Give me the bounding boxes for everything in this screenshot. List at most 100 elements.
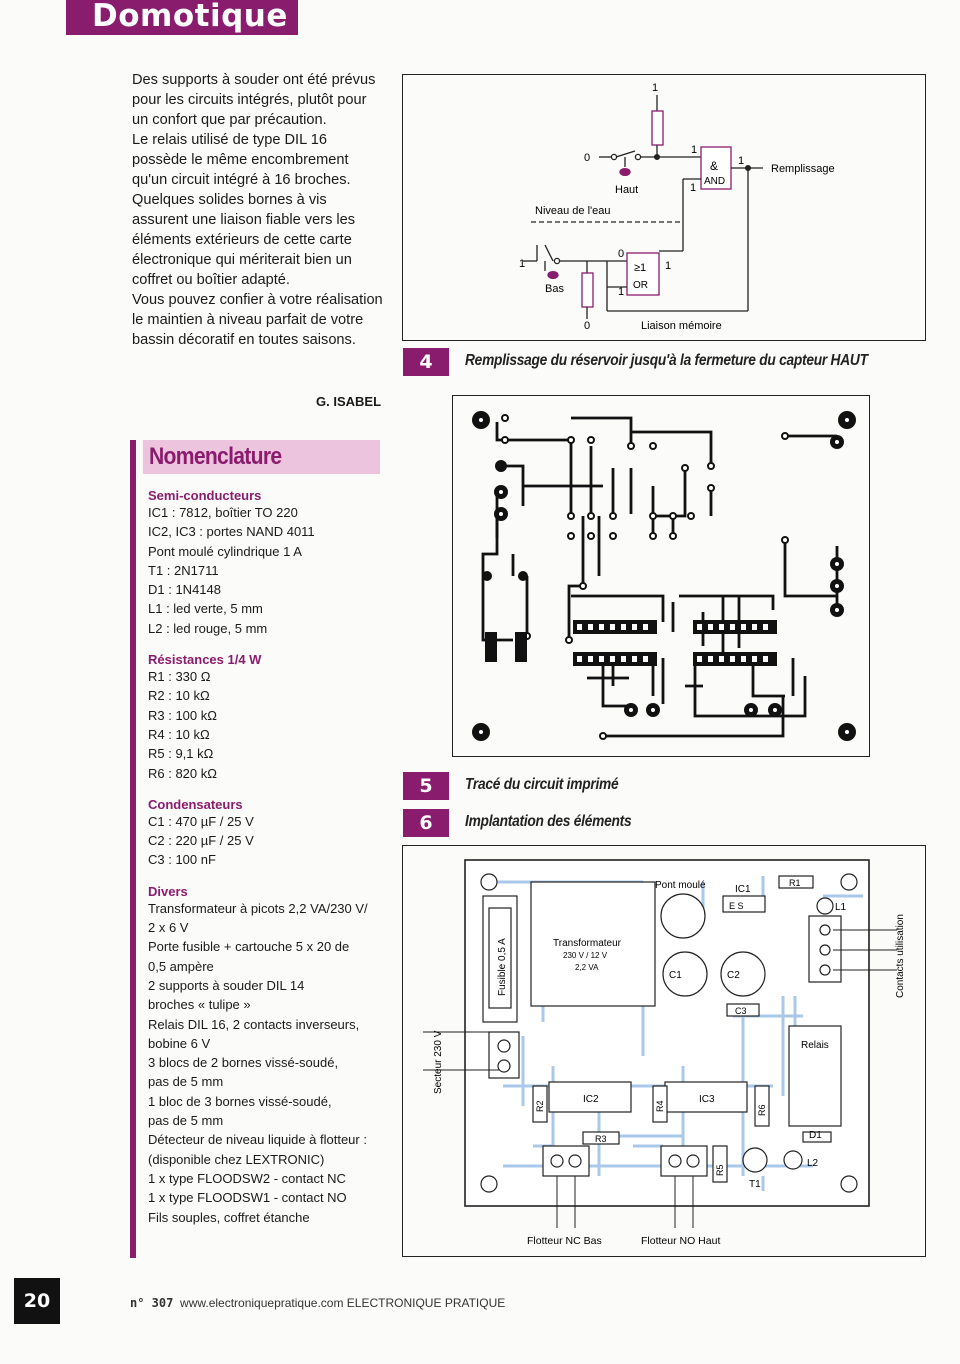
figure-5-pcb-trace <box>452 395 870 757</box>
list-item: 1 x type FLOODSW2 - contact NC <box>148 1170 346 1186</box>
label-r4: R4 <box>655 1100 665 1112</box>
figure-number-badge: 4 <box>403 348 449 376</box>
label-transformateur: Transformateur <box>553 938 622 949</box>
list-item: C2 : 220 µF / 25 V <box>148 833 254 849</box>
label-l1: L1 <box>835 902 847 913</box>
label-and-in-b: 1 <box>690 182 696 194</box>
list-item: (disponible chez LEXTRONIC) <box>148 1151 325 1167</box>
label-zero-bottom: 0 <box>584 320 590 332</box>
label-c2: C2 <box>727 970 740 981</box>
intro-paragraph: Le relais utilisé de type DIL 16 possède… <box>132 132 351 188</box>
footer-magazine: ELECTRONIQUE PRATIQUE <box>346 1296 506 1310</box>
intro-paragraph: Des supports à souder ont été prévus pou… <box>132 72 376 128</box>
list-item: IC1 : 7812, boîtier TO 220 <box>148 505 298 520</box>
label-contacts-utilisation: Contacts utilisation <box>895 914 906 998</box>
label-ic1-pins: E S <box>729 901 744 911</box>
label-niveau-eau: Niveau de l'eau <box>535 205 611 217</box>
label-r5: R5 <box>715 1164 725 1176</box>
label-relais: Relais <box>801 1040 829 1051</box>
list-item: R6 : 820 kΩ <box>148 765 217 781</box>
figure-number-badge: 5 <box>403 772 449 800</box>
list-item: 0,5 ampère <box>148 958 214 974</box>
list-item: R4 : 10 kΩ <box>148 726 210 742</box>
figure-caption: Remplissage du réservoir jusqu'à la ferm… <box>465 352 868 369</box>
nomenclature-header: Nomenclature <box>143 440 380 474</box>
list-item: Fils souples, coffret étanche <box>148 1209 310 1225</box>
list-item: 1 bloc de 3 bornes vissé-soudé, <box>148 1093 332 1109</box>
list-item: Relais DIL 16, 2 contacts inverseurs, <box>148 1016 360 1032</box>
label-flotteur-haut: Flotteur NO Haut <box>641 1235 720 1247</box>
label-one-or-in: 1 <box>618 286 624 298</box>
label-one-top: 1 <box>652 82 658 94</box>
label-transformateur-power: 2,2 VA <box>575 963 599 972</box>
label-ic2: IC2 <box>583 1094 599 1105</box>
label-r2: R2 <box>535 1100 545 1112</box>
nomenclature-list: Semi-conducteurs IC1 : 7812, boîtier TO … <box>148 488 380 1227</box>
list-item: T1 : 2N1711 <box>148 562 219 578</box>
figure-caption: Implantation des éléments <box>465 813 632 830</box>
label-and-in-a: 1 <box>691 144 697 156</box>
label-secteur: Secteur 230 V <box>433 1030 444 1094</box>
category-title: Semi-conducteurs <box>148 488 262 503</box>
list-item: L1 : led verte, 5 mm <box>148 601 263 617</box>
figure-6-component-layout: Pont moulé IC1 E S R1 L1 Transformateur … <box>402 845 926 1257</box>
logic-diagram-svg: 1 0 Haut Niveau de l'eau 1 Bas 0 1 1 0 1… <box>519 82 835 332</box>
pcb-trace-svg <box>472 411 856 741</box>
label-c1: C1 <box>669 970 682 981</box>
list-item: broches « tulipe » <box>148 997 251 1013</box>
list-item: Pont moulé cylindrique 1 A <box>148 543 302 559</box>
label-bas: Bas <box>545 283 564 295</box>
list-item: C1 : 470 µF / 25 V <box>148 813 254 829</box>
label-zero-left: 0 <box>584 152 590 164</box>
category-title: Divers <box>148 883 188 899</box>
figure-number-badge: 6 <box>403 809 449 837</box>
list-item: 1 x type FLOODSW1 - contact NO <box>148 1190 347 1206</box>
label-r6: R6 <box>757 1104 767 1116</box>
list-item: bobine 6 V <box>148 1035 211 1051</box>
label-c3: C3 <box>735 1006 747 1016</box>
label-zero-or: 0 <box>618 248 624 260</box>
list-item: 2 x 6 V <box>148 920 189 936</box>
label-haut: Haut <box>615 184 638 196</box>
list-item: R2 : 10 kΩ <box>148 688 210 704</box>
intro-paragraph: Quelques solides bornes à vis assurent u… <box>132 192 356 288</box>
label-one-or-out: 1 <box>665 260 671 272</box>
label-pont-moule: Pont moulé <box>655 880 706 891</box>
and-gate-symbol: & <box>710 159 718 173</box>
list-item: Transformateur à picots 2,2 VA/230 V/ <box>148 900 368 916</box>
list-item: D1 : 1N4148 <box>148 582 221 598</box>
label-remplissage: Remplissage <box>771 163 835 175</box>
category-title: Condensateurs <box>148 796 243 812</box>
list-item: 2 supports à souder DIL 14 <box>148 977 305 993</box>
list-item: pas de 5 mm <box>148 1074 224 1090</box>
or-gate-symbol: ≥1 <box>634 262 646 274</box>
label-flotteur-bas: Flotteur NC Bas <box>527 1235 602 1247</box>
intro-text: Des supports à souder ont été prévus pou… <box>132 70 384 350</box>
figure-caption: Tracé du circuit imprimé <box>465 776 619 793</box>
label-fusible: Fusible 0,5 A <box>497 938 508 996</box>
label-ic3: IC3 <box>699 1094 715 1105</box>
label-r1: R1 <box>789 878 801 888</box>
component-layout-svg: Pont moulé IC1 E S R1 L1 Transformateur … <box>423 859 906 1247</box>
nomenclature-title: Nomenclature <box>149 443 282 470</box>
list-item: R1 : 330 Ω <box>148 669 211 685</box>
intro-paragraph: Vous pouvez confier à votre réalisation … <box>132 292 383 348</box>
label-l2: L2 <box>807 1158 819 1169</box>
author: G. ISABEL <box>316 394 382 409</box>
footer-issue: n° 307 <box>130 1296 174 1310</box>
list-item: Détecteur de niveau liquide à flotteur : <box>148 1132 367 1148</box>
figure-4-logic-diagram: 1 0 Haut Niveau de l'eau 1 Bas 0 1 1 0 1… <box>402 74 926 341</box>
list-item: IC2, IC3 : portes NAND 4011 <box>148 524 315 540</box>
section-title: Domotique <box>92 0 288 34</box>
list-item: R5 : 9,1 kΩ <box>148 746 214 762</box>
list-item: L2 : led rouge, 5 mm <box>148 620 268 636</box>
section-tab: Domotique <box>66 0 298 35</box>
label-ic1: IC1 <box>735 884 751 895</box>
label-transformateur-voltage: 230 V / 12 V <box>563 951 608 960</box>
label-t1: T1 <box>749 1179 761 1190</box>
nomenclature-rule <box>130 440 136 1258</box>
list-item: 3 blocs de 2 bornes vissé-soudé, <box>148 1055 339 1071</box>
and-gate-name: AND <box>704 176 725 187</box>
list-item: pas de 5 mm <box>148 1113 224 1129</box>
list-item: Porte fusible + cartouche 5 x 20 de <box>148 939 350 955</box>
